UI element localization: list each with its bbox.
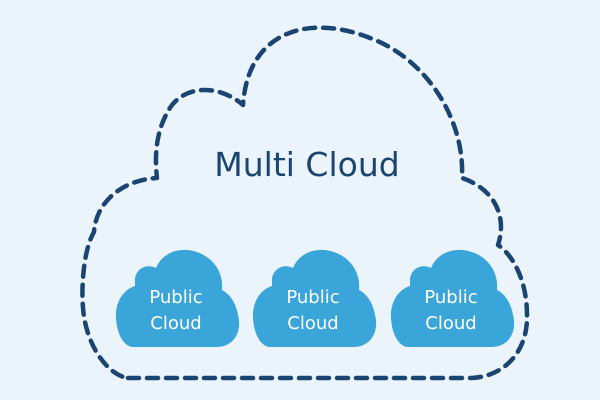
cloud-label-line2: Cloud bbox=[425, 313, 476, 334]
cloud-label-line1: Public bbox=[424, 287, 477, 308]
cloud-shape bbox=[115, 249, 240, 347]
multi-cloud-outline bbox=[80, 25, 530, 381]
public-cloud-3: Public Cloud bbox=[390, 249, 515, 347]
public-cloud-1: Public Cloud bbox=[115, 249, 240, 347]
cloud-shape bbox=[252, 249, 377, 347]
cloud-shape bbox=[390, 249, 515, 347]
cloud-label-line1: Public bbox=[149, 287, 202, 308]
cloud-label-line1: Public bbox=[286, 287, 339, 308]
diagram-title: Multi Cloud bbox=[214, 145, 399, 184]
cloud-label-line2: Cloud bbox=[150, 313, 201, 334]
cloud-label-line2: Cloud bbox=[287, 313, 338, 334]
public-cloud-2: Public Cloud bbox=[252, 249, 377, 347]
